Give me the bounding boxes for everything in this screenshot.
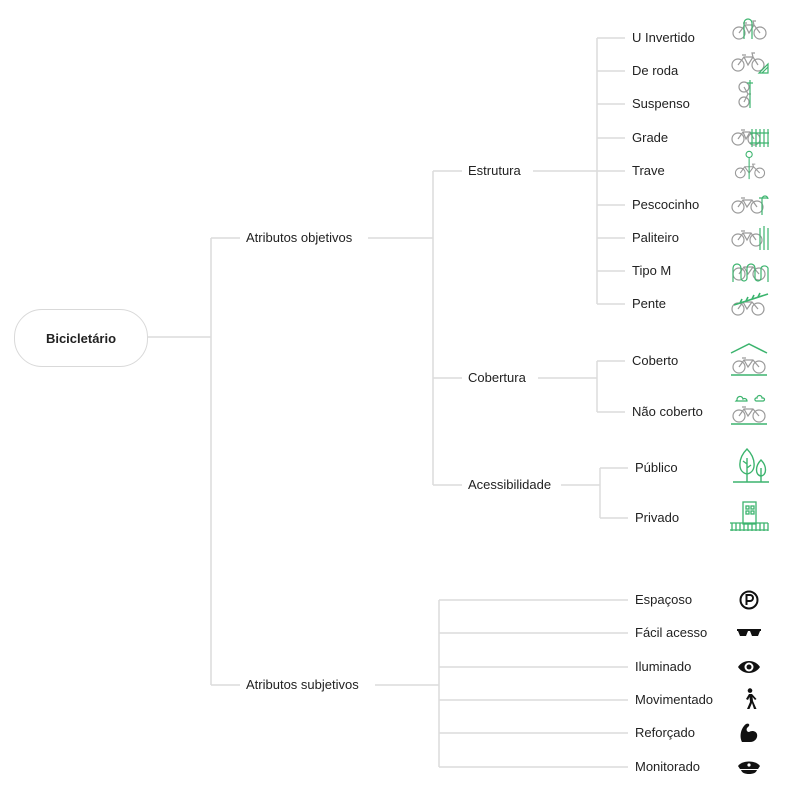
leaf-reforcado[interactable]: Reforçado: [635, 725, 695, 740]
group-estrutura[interactable]: Estrutura: [468, 163, 521, 178]
post-rack-icon: [730, 150, 770, 180]
leaf-iluminado[interactable]: Iluminado: [635, 659, 692, 674]
leaf-u-invertido[interactable]: U Invertido: [632, 30, 695, 45]
group-acessibilidade[interactable]: Acessibilidade: [468, 477, 552, 492]
leaf-trave[interactable]: Trave: [632, 163, 665, 178]
wheel-rack-icon: [730, 47, 770, 77]
parking-icon: [738, 589, 760, 611]
root-node[interactable]: Bicicletário: [14, 309, 148, 367]
leaf-coberto[interactable]: Coberto: [632, 353, 679, 368]
flexed-arm-icon: [738, 721, 760, 743]
leaf-grade[interactable]: Grade: [632, 130, 669, 145]
leaf-privado[interactable]: Privado: [635, 510, 680, 525]
leaf-movimentado[interactable]: Movimentado: [635, 692, 714, 707]
group-cobertura[interactable]: Cobertura: [468, 370, 526, 385]
leaf-tipo-m[interactable]: Tipo M: [632, 263, 672, 278]
m-rack-icon: [730, 256, 770, 286]
covered-bike-icon: [729, 343, 769, 377]
leaf-pente[interactable]: Pente: [632, 296, 666, 311]
neck-rack-icon: [730, 189, 770, 219]
leaf-publico[interactable]: Público: [635, 460, 678, 475]
leaf-paliteiro[interactable]: Paliteiro: [632, 230, 679, 245]
leaf-monitorado[interactable]: Monitorado: [635, 759, 701, 774]
suspended-rack-icon: [730, 79, 770, 109]
tree-public-icon: [731, 446, 771, 484]
comb-rack-icon: [730, 289, 770, 319]
branch-atributos-subjetivos[interactable]: Atributos subjetivos: [246, 677, 359, 692]
eye-icon: [737, 656, 761, 678]
sunglasses-icon: [736, 622, 762, 644]
leaf-de-roda[interactable]: De roda: [632, 63, 679, 78]
leaf-nao-coberto[interactable]: Não coberto: [632, 404, 703, 419]
building-private-icon: [729, 499, 769, 533]
walking-person-icon: [739, 688, 761, 710]
police-cap-icon: [737, 756, 761, 778]
leaf-pescocinho[interactable]: Pescocinho: [632, 197, 700, 212]
uncovered-bike-icon: [729, 392, 769, 426]
stick-rack-icon: [730, 222, 770, 252]
grid-rack-icon: [730, 121, 770, 151]
branch-atributos-objetivos[interactable]: Atributos objetivos: [246, 230, 353, 245]
leaf-facil-acesso[interactable]: Fácil acesso: [635, 625, 708, 640]
leaf-espacoso[interactable]: Espaçoso: [635, 592, 693, 607]
leaf-suspenso[interactable]: Suspenso: [632, 96, 690, 111]
u-invertido-rack-icon: [730, 13, 770, 43]
